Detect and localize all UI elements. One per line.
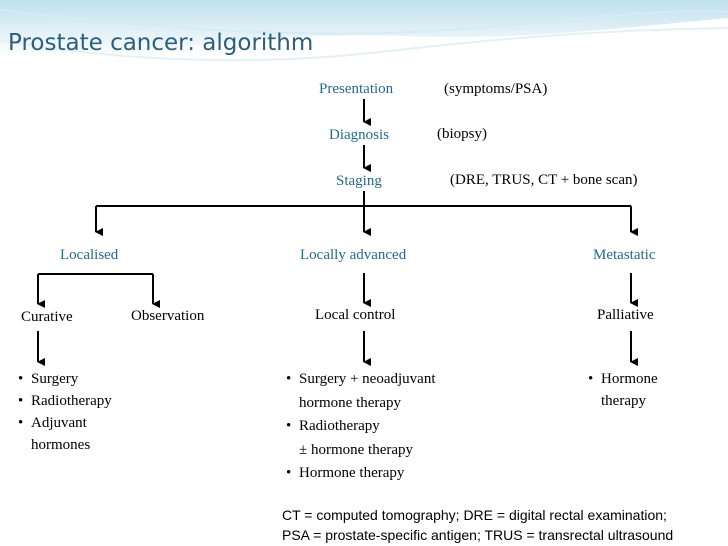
list-item: •Radiotherapy: [286, 415, 436, 439]
bullet-icon: •: [286, 418, 292, 434]
node-presentation: Presentation: [319, 81, 394, 97]
note-presentation: (symptoms/PSA): [444, 81, 548, 97]
list-item: •Hormone therapy: [286, 462, 436, 486]
node-locally-advanced: Locally advanced: [300, 247, 407, 263]
list-item-continuation: hormones: [31, 437, 91, 453]
footnote: CT = computed tomography; DRE = digital …: [282, 505, 673, 545]
list-item-continuation: therapy: [601, 393, 646, 409]
note-staging: (DRE, TRUS, CT + bone scan): [450, 172, 638, 188]
bullet-icon: •: [18, 415, 24, 431]
footnote-line: PSA = prostate-specific antigen; TRUS = …: [282, 527, 674, 543]
bullet-list-locally-advanced: •Surgery + neoadjuvant hormone therapy •…: [286, 368, 436, 486]
node-metastatic: Metastatic: [593, 247, 656, 263]
node-diagnosis: Diagnosis: [329, 127, 389, 143]
list-item: •Hormone: [588, 368, 658, 390]
header-decoration: [0, 0, 728, 80]
node-observation: Observation: [131, 308, 205, 324]
note-diagnosis: (biopsy): [437, 126, 487, 142]
list-item-continuation: ± hormone therapy: [299, 441, 414, 458]
node-localised: Localised: [60, 247, 119, 263]
node-staging: Staging: [336, 173, 382, 189]
page-title: Prostate cancer: algorithm: [8, 30, 314, 56]
bullet-icon: •: [18, 371, 24, 387]
bullet-list-metastatic: •Hormone therapy: [588, 368, 658, 412]
node-local-control: Local control: [315, 307, 396, 323]
bullet-list-localised: •Surgery •Radiotherapy •Adjuvant hormone…: [18, 368, 112, 456]
bullet-icon: •: [18, 393, 24, 409]
bullet-icon: •: [286, 371, 292, 387]
footnote-line: CT = computed tomography; DRE = digital …: [282, 507, 667, 523]
list-item: •Surgery: [18, 368, 112, 390]
bullet-icon: •: [286, 465, 292, 481]
list-item: •Radiotherapy: [18, 390, 112, 412]
list-item-continuation: hormone therapy: [299, 394, 402, 411]
node-curative: Curative: [21, 309, 73, 325]
node-palliative: Palliative: [597, 307, 654, 323]
list-item: •Adjuvant: [18, 412, 112, 434]
bullet-icon: •: [588, 371, 594, 387]
list-item: •Surgery + neoadjuvant: [286, 368, 436, 392]
